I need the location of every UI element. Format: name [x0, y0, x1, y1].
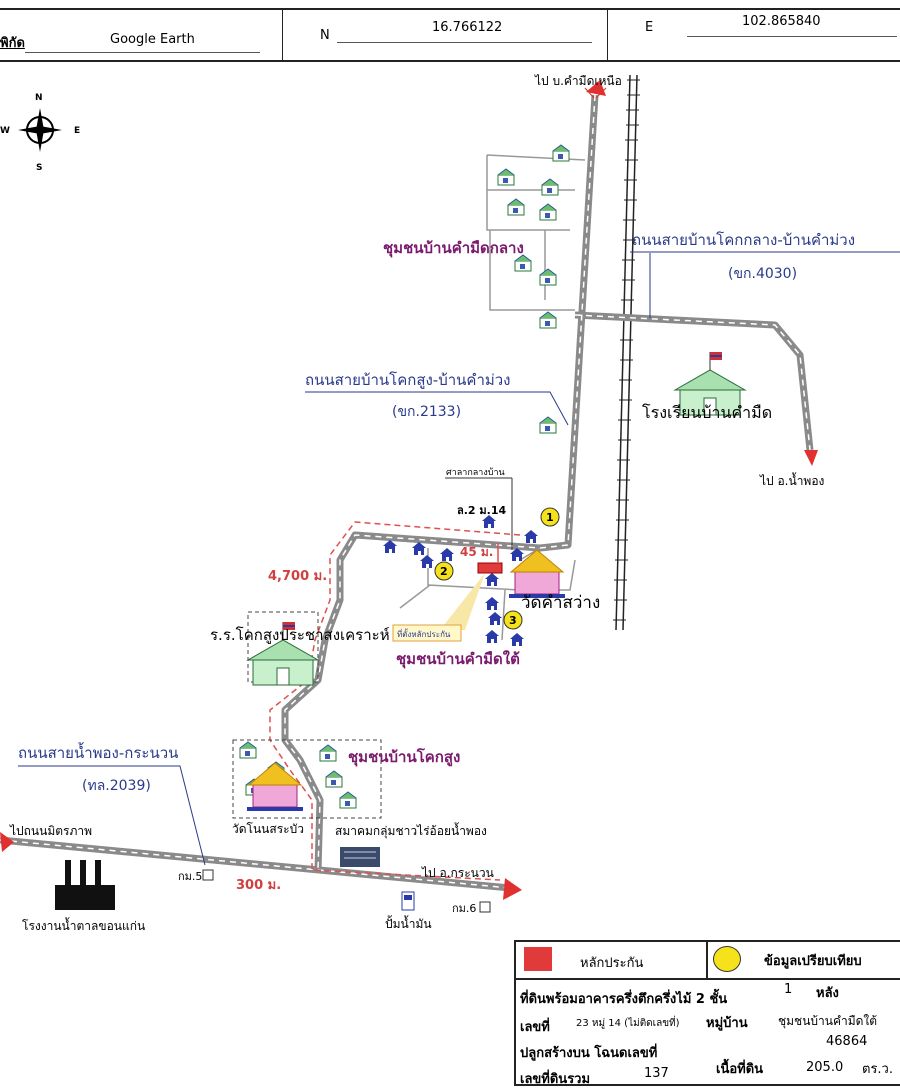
sugar-factory-label: โรงงานน้ำตาลขอนแก่น: [22, 917, 145, 933]
distance-45-label: 45 ม.: [460, 545, 493, 559]
railway: [613, 74, 640, 631]
arrow-mittraphap: [0, 832, 14, 852]
collateral-legend-swatch: [524, 947, 552, 971]
compass-icon: N S E W: [0, 93, 80, 173]
gas-pump-icon: [401, 891, 415, 911]
e-value: 102.865840: [742, 14, 821, 29]
road-2039-code: (ทล.2039): [82, 778, 151, 794]
road-4030-code: (ขก.4030): [728, 266, 797, 282]
deed-label: ปลูกสร้างบน โฉนดเลขที่: [520, 1046, 658, 1061]
arrow-kranuan: [503, 878, 522, 900]
e-cell: E 102.865840: [607, 10, 900, 60]
community-khoksung-label: ชุมชนบ้านโคกสูง: [348, 747, 460, 767]
school-khoksung-label: ร.ร.โคกสูงประชาสงเคราะห์: [210, 626, 390, 644]
svg-text:1: 1: [546, 511, 554, 524]
roads: [0, 94, 814, 892]
e-label: E: [645, 20, 654, 35]
n-label: N: [320, 28, 330, 43]
community-mid-label: ชุมชนบ้านคำมืดกลาง: [383, 239, 524, 258]
land-no-value: 137: [644, 1066, 669, 1081]
no-label: เลขที่: [520, 1020, 550, 1035]
arrow-north: [586, 80, 606, 96]
area-unit: ตร.ว.: [862, 1062, 893, 1077]
svg-text:2: 2: [440, 565, 448, 578]
property-description: ที่ดินพร้อมอาคารครึ่งตึกครึ่งไม้ 2 ชั้น: [520, 992, 728, 1007]
land-no-label: เลขที่ดินรวม: [520, 1072, 591, 1087]
legend-comparison: ข้อมูลเปรียบเทียบ: [764, 954, 862, 969]
location-map: N S E W ที่ตั้งหลักประกัน 1 2 3 ไป บ.คำม…: [0, 74, 900, 933]
distance-4700-label: 4,700 ม.: [268, 569, 327, 584]
area-value: 205.0: [806, 1060, 844, 1075]
collateral-callout: [392, 624, 462, 642]
n-cell: N 16.766122: [282, 10, 608, 60]
comparison-legend-swatch: [713, 946, 741, 972]
compass-e: E: [74, 126, 80, 136]
gas-station-label: ปั้มน้ำมัน: [385, 915, 432, 931]
community-south-label: ชุมชนบ้านคำมืดใต้: [396, 650, 520, 669]
to-north-label: ไป บ.คำมืดเหนือ: [534, 74, 622, 88]
temple-icon: [246, 762, 304, 812]
association-label: สมาคมกลุ่มชาวไร่อ้อยน้ำพอง: [335, 822, 487, 839]
svg-text:3: 3: [509, 614, 517, 627]
km5-marker: [202, 869, 214, 881]
school-khammuet-label: โรงเรียนบ้านคำมืด: [642, 403, 772, 422]
coordinate-header: พิกัด Google Earth N 16.766122 E 102.865…: [0, 8, 900, 62]
deed-value: 46864: [826, 1034, 868, 1049]
distance-300-label: 300 ม.: [236, 878, 281, 893]
temple-nonsabua-label: วัดโนนสระบัว: [232, 822, 304, 836]
to-namphong-label: ไป อ.น้ำพอง: [759, 472, 824, 488]
arrow-namphong: [804, 450, 818, 466]
source-cell: พิกัด Google Earth: [0, 10, 283, 60]
comparison-markers: 1 2 3: [434, 507, 560, 630]
source-value: Google Earth: [110, 32, 195, 47]
compass-s: S: [36, 163, 42, 173]
coord-label: พิกัด: [0, 36, 25, 51]
km6-marker: [479, 901, 491, 913]
to-mittraphap-label: ไปถนนมิตรภาพ: [9, 824, 92, 838]
n-value: 16.766122: [432, 20, 503, 35]
association-building-icon: [340, 847, 380, 867]
road-point-label: ล.2 ม.14: [457, 504, 506, 517]
road-2133-label: ถนนสายบ้านโคกสูง-บ้านคำม่วง: [305, 371, 511, 389]
km6-label: กม.6: [452, 902, 476, 915]
collateral-location-label: ที่ตั้งหลักประกัน: [397, 628, 451, 639]
road-2133-code: (ขก.2133): [392, 404, 461, 420]
property-unit: หลัง: [816, 986, 839, 1001]
collateral-marker: [477, 562, 503, 574]
area-label: เนื้อที่ดิน: [716, 1062, 764, 1077]
compass-n: N: [35, 93, 43, 103]
road-2039-label: ถนนสายน้ำพอง-กระนวน: [18, 742, 178, 762]
distance-route: [269, 521, 521, 881]
road-4030-label: ถนนสายบ้านโคกกลาง-บ้านคำม่วง: [632, 231, 855, 249]
village-hall-label: ศาลากลางบ้าน: [446, 467, 505, 478]
village-label: หมู่บ้าน: [706, 1016, 748, 1031]
factory-icon: [55, 860, 115, 910]
temple-khamsawang-label: วัดคำสว่าง: [521, 593, 600, 613]
to-kranuan-label: ไป อ.กระนวน: [421, 866, 494, 880]
compass-w: W: [0, 126, 10, 136]
no-value: 23 หมู่ 14 (ไม่ติดเลขที่): [576, 1018, 680, 1029]
property-count: 1: [784, 982, 793, 997]
km5-label: กม.5: [178, 870, 202, 883]
village-value: ชุมชนบ้านคำมืดใต้: [778, 1014, 878, 1028]
property-legend: หลักประกัน ข้อมูลเปรียบเทียบ ที่ดินพร้อม…: [514, 940, 900, 1087]
legend-collateral: หลักประกัน: [580, 956, 644, 971]
